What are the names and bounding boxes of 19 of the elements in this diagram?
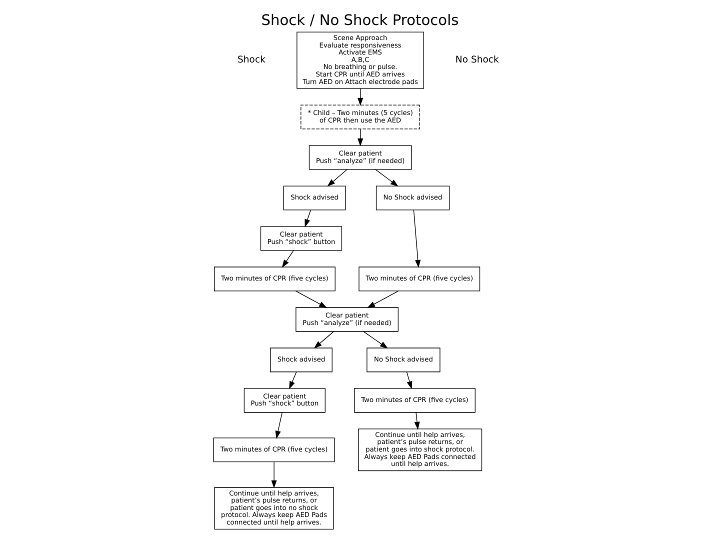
arrow [289,372,297,390]
arrow [304,210,312,228]
arrow [406,372,412,390]
arrow [363,331,388,349]
arrow [275,412,282,439]
arrow [358,128,364,146]
arrow [358,88,364,106]
arrow [282,250,294,268]
arrow [271,462,277,488]
arrow [414,412,420,430]
label: Shock [238,54,266,66]
arrow [375,169,398,187]
arrow [327,169,348,187]
arrow [413,210,421,268]
label: No Shock [455,54,499,66]
arrow [314,331,334,348]
diagram-title: Shock / No Shock Protocols [261,12,459,30]
arrow [295,290,328,308]
arrow [367,290,399,308]
